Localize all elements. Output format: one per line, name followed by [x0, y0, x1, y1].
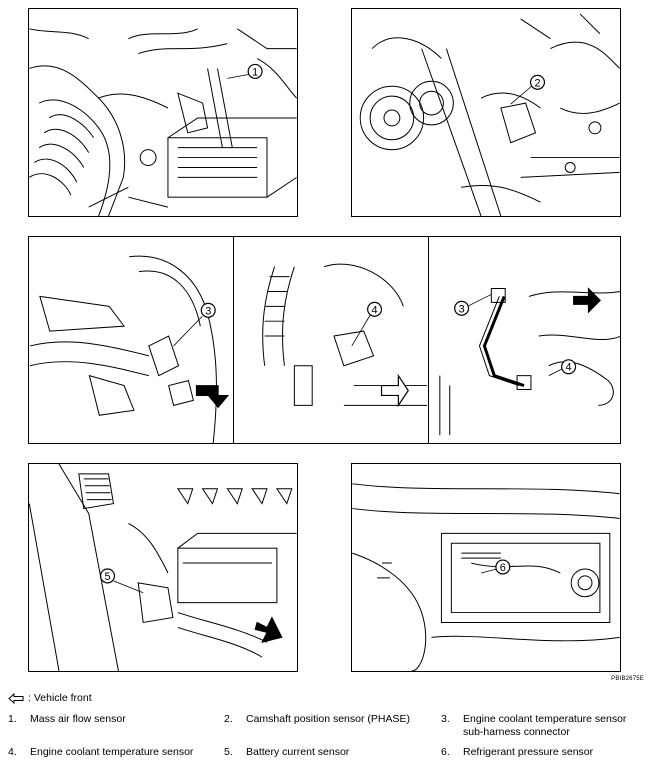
hollow-arrow-left-icon [8, 692, 24, 704]
vehicle-front-legend: : Vehicle front [8, 692, 92, 704]
part-label-line2: sub-harness connector [463, 726, 570, 738]
part-label: Mass air flow sensor [30, 713, 126, 725]
part-number: 2. [224, 713, 233, 725]
engine-bay-drawing-5: 6 [352, 483, 620, 671]
legend-text: : Vehicle front [28, 692, 92, 704]
callout-3-left: 3 [205, 305, 211, 317]
callout-3-right: 3 [459, 303, 465, 315]
part-number: 3. [441, 713, 450, 725]
callout-4-right: 4 [566, 362, 572, 374]
part-item-6: 6. Refrigerant pressure sensor [441, 746, 593, 759]
callout-6: 6 [500, 562, 506, 574]
part-label: Refrigerant pressure sensor [463, 746, 594, 758]
part-number: 6. [441, 746, 450, 758]
subview-divider-2 [428, 237, 429, 443]
illustration-panel-refrigerant-pressure-sensor: 6 [351, 463, 621, 672]
illustration-panel-coolant-sensor-views: 3 4 3 [28, 236, 621, 444]
part-item-2: 2. Camshaft position sensor (PHASE) [224, 713, 410, 726]
part-label: Battery current sensor [246, 746, 350, 758]
engine-bay-drawing-2: 2 [359, 13, 620, 216]
part-number: 4. [8, 746, 17, 758]
subview-right: 3 4 [429, 237, 620, 443]
subview-left: 3 [29, 237, 233, 443]
part-label: Engine coolant temperature sensor [30, 746, 194, 758]
callout-5: 5 [105, 571, 111, 583]
subview-middle: 4 [234, 237, 428, 443]
callout-2: 2 [534, 77, 540, 89]
part-label: Engine coolant temperature sensor [463, 713, 627, 725]
illustration-panel-mass-air-flow-sensor: 1 [28, 8, 298, 217]
figure-code: PBIB2675E [611, 676, 644, 682]
part-item-4: 4. Engine coolant temperature sensor [8, 746, 193, 759]
engine-bay-drawing-4: 5 [29, 464, 297, 671]
callout-1: 1 [252, 66, 258, 78]
illustration-panel-camshaft-position-sensor: 2 [351, 8, 621, 217]
subview-divider-1 [233, 237, 234, 443]
part-number: 5. [224, 746, 233, 758]
part-item-5: 5. Battery current sensor [224, 746, 349, 759]
engine-bay-drawing-1: 1 [29, 28, 297, 216]
illustration-panel-battery-current-sensor: 5 [28, 463, 298, 672]
part-number: 1. [8, 713, 17, 725]
part-label: Camshaft position sensor (PHASE) [246, 713, 410, 725]
callout-4-middle: 4 [372, 304, 378, 316]
part-item-1: 1. Mass air flow sensor [8, 713, 126, 726]
